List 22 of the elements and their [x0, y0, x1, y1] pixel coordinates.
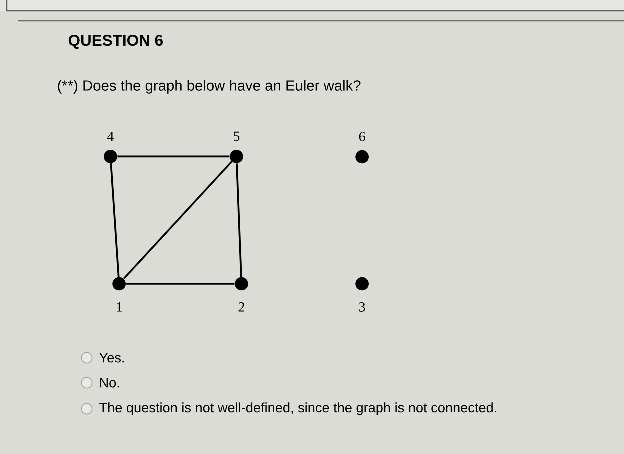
vertex-label: 6 [359, 132, 366, 142]
vertex-label: 1 [117, 302, 122, 312]
option-text: Yes. [100, 353, 124, 363]
heading: QUESTION 6 [68, 34, 163, 50]
graph-edge [236, 164, 242, 278]
vertex-dot [356, 277, 369, 291]
graph-edge [110, 164, 120, 278]
vertex-dot [356, 150, 369, 164]
vertex-dot [112, 277, 126, 291]
vertex-dot [235, 277, 248, 291]
vertex-label: 2 [238, 302, 244, 312]
vertex-dot [230, 150, 244, 164]
vertex-dot [104, 150, 118, 164]
option-text: The question is not well-defined, since the graph is not connected. [100, 402, 496, 416]
graph-edge [126, 283, 235, 285]
vertex-label: 3 [359, 302, 366, 312]
graph-edge [118, 156, 230, 158]
graph-edge [123, 161, 233, 280]
vertex-label: 4 [107, 132, 114, 142]
option-text: No. [100, 378, 120, 388]
question-text: (**) Does the graph below have an Euler walk? [58, 80, 361, 94]
vertex-label: 5 [234, 132, 240, 142]
